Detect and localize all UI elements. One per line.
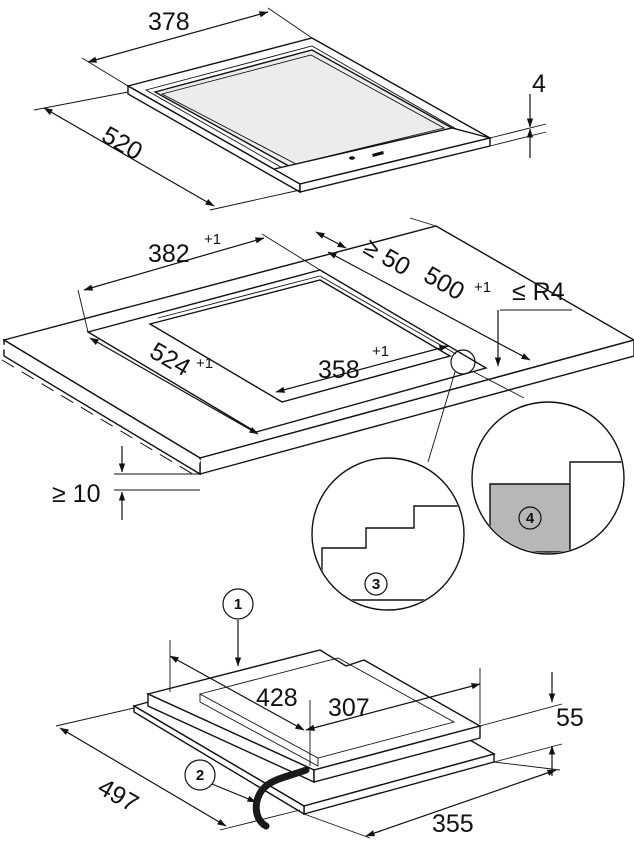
- appliance-body-figure: 1 2 428 307 55 497 355: [55, 588, 584, 839]
- dim-tol-500: +1: [474, 279, 491, 296]
- dim-label-307: 307: [328, 694, 370, 722]
- dim-label-520: 520: [97, 121, 147, 166]
- dim-label-55: 55: [556, 704, 584, 732]
- dim-line-520: [43, 107, 215, 207]
- detail-marker: [450, 349, 476, 375]
- logo-mark-icon: [372, 151, 384, 157]
- dim-line-355: [365, 769, 557, 837]
- dim-label-min-10: ≥ 10: [52, 480, 100, 508]
- dim-tol-524: +1: [196, 355, 213, 372]
- dim-line-382: [83, 237, 265, 291]
- dim-tol-382: +1: [204, 231, 221, 248]
- callout-1: [222, 588, 254, 620]
- callout-4-label: 4: [526, 510, 535, 527]
- dim-line-358: [275, 345, 449, 393]
- dim-label-r4: ≤ R4: [512, 278, 565, 306]
- dim-label-355: 355: [432, 810, 474, 838]
- dim-label-382: 382: [148, 240, 190, 268]
- dim-line-497: [59, 727, 227, 827]
- callout-3: [364, 572, 388, 596]
- worktop-cutout-figure: 382 +1 ≥ 50 500 +1 ≤ R4 524 +1 358 +1 ≥ …: [0, 217, 634, 611]
- glass-panel-inner: [160, 54, 446, 165]
- dim-line-428: [169, 655, 305, 731]
- dim-label-378: 378: [148, 8, 190, 36]
- dim-label-497: 497: [93, 773, 143, 818]
- callout-4: [518, 506, 542, 530]
- dim-line-500: [327, 251, 531, 361]
- dim-label-428: 428: [256, 684, 298, 712]
- dim-line-378: [87, 11, 269, 63]
- dim-tol-358: +1: [372, 343, 389, 360]
- dim-label-358: 358: [318, 356, 360, 384]
- dim-line-307: [305, 683, 481, 731]
- callout-1-label: 1: [234, 596, 242, 613]
- callout-2-label: 2: [196, 767, 204, 784]
- sensor-dot-icon: [349, 156, 355, 160]
- dim-label-4: 4: [532, 70, 546, 98]
- dim-line-524: [89, 337, 259, 435]
- power-cable: [252, 766, 310, 830]
- appliance-top-figure: 378 520 4: [33, 7, 547, 211]
- callout-3-label: 3: [372, 576, 380, 593]
